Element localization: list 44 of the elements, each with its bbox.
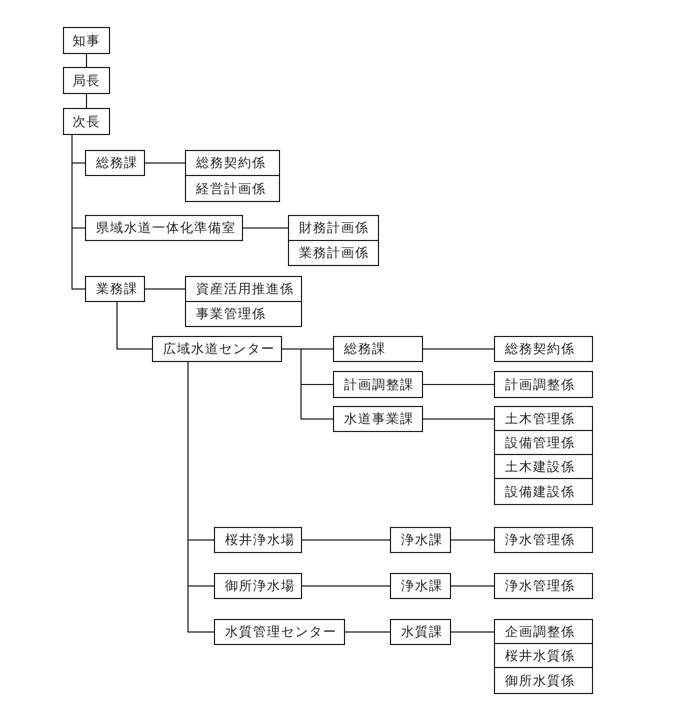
org-box: 次長 xyxy=(63,108,110,135)
org-box: 浄水課 xyxy=(390,573,451,599)
connector-line xyxy=(72,134,86,290)
org-box: 財務計画係 xyxy=(288,215,379,241)
org-box: 水道事業課 xyxy=(333,406,423,432)
org-box: 資産活用推進係 xyxy=(185,276,302,302)
org-box: 局長 xyxy=(63,67,110,94)
org-box: 土木建設係 xyxy=(494,454,593,479)
connector-line xyxy=(144,288,186,290)
org-box: 県域水道一体化準備室 xyxy=(85,215,243,241)
org-box: 設備建設係 xyxy=(494,478,593,505)
org-box: 土木管理係 xyxy=(494,406,593,431)
org-box: 経営計画係 xyxy=(185,175,280,202)
connector-line xyxy=(86,94,87,108)
connector-line xyxy=(144,162,186,164)
org-box: 総務課 xyxy=(85,150,145,176)
org-box: 総務契約係 xyxy=(494,336,593,362)
connector-line xyxy=(282,348,334,420)
connector-line xyxy=(188,362,214,632)
connector-line xyxy=(422,384,494,385)
org-box: 桜井水質係 xyxy=(494,643,593,668)
org-box: 設備管理係 xyxy=(494,430,593,455)
org-box: 水質課 xyxy=(390,619,451,645)
org-box: 業務計画係 xyxy=(288,240,379,266)
org-box: 広域水道センター xyxy=(152,336,282,362)
connector-line xyxy=(86,54,87,68)
org-box: 水質管理センター xyxy=(214,619,345,645)
org-box: 知事 xyxy=(63,27,110,54)
org-box: 企画調整係 xyxy=(494,619,593,644)
connector-line xyxy=(422,348,494,350)
org-box: 御所浄水場 xyxy=(214,573,302,599)
org-box: 浄水課 xyxy=(390,527,451,553)
org-box: 計画調整係 xyxy=(494,371,593,398)
org-box: 事業管理係 xyxy=(185,301,302,327)
connector-line xyxy=(422,418,494,420)
org-box: 浄水管理係 xyxy=(494,573,593,599)
org-box: 業務課 xyxy=(85,276,145,302)
org-box: 御所水質係 xyxy=(494,667,593,694)
connector-line xyxy=(116,302,152,350)
org-box: 総務課 xyxy=(333,336,423,362)
org-box: 計画調整課 xyxy=(333,371,423,398)
org-box: 総務契約係 xyxy=(185,150,280,176)
org-box: 桜井浄水場 xyxy=(214,527,302,553)
org-box: 浄水管理係 xyxy=(494,527,593,553)
